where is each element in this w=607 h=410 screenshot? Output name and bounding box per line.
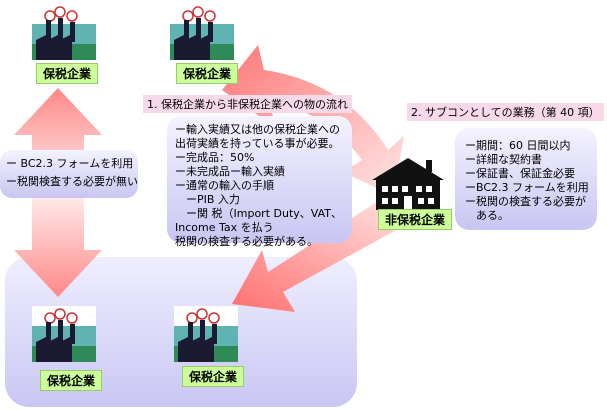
flow1-title: 1. 保税企業から非保税企業への物の流れ xyxy=(143,95,352,113)
flow1-line: Income Tax を払う xyxy=(175,221,274,234)
house-icon xyxy=(372,158,444,210)
factory-icon xyxy=(32,306,96,362)
factory-label-top-left: 保税企業 xyxy=(36,63,99,84)
flow2-title: 2. サブコンとしての業務（第 40 項） xyxy=(407,103,604,121)
flow2-line: ー期間：60 日間以内 xyxy=(465,139,571,152)
curved-arrow-to-house xyxy=(222,45,404,196)
flow1-text: ー輸入実績又は他の保税企業への 出荷実績を持っている事が必要。 ー完成品：50%… xyxy=(175,123,342,249)
left-box-line: ー BC2.3 フォームを利用 xyxy=(6,157,134,170)
flow2-line: ーBC2.3 フォームを利用 xyxy=(465,181,589,194)
flow2-line: ー保証書、保証金必要 xyxy=(465,167,575,180)
left-box-text: ー BC2.3 フォームを利用 ー税関検査する必要が無い xyxy=(6,157,138,189)
left-box-line: ー税関検査する必要が無い xyxy=(6,175,138,188)
factory-label-bottom-left: 保税企業 xyxy=(40,370,103,391)
flow1-line: ーPIB 入力 xyxy=(175,193,240,206)
flow2-box: ー期間：60 日間以内 ー詳細な契約書 ー保証書、保証金必要 ーBC2.3 フォ… xyxy=(455,128,597,230)
factory-icon xyxy=(170,4,234,60)
flow1-line: ー関 税（Import Duty、VAT、 xyxy=(175,207,342,220)
flow1-line: ー未完成品ー輸入実績 xyxy=(175,165,285,178)
flow2-line: ー詳細な契約書 xyxy=(465,153,542,166)
flow1-line: ー通常の輸入の手順 xyxy=(175,179,274,192)
flow2-line: ある。 xyxy=(465,209,509,222)
factory-label-top-right: 保税企業 xyxy=(176,63,239,84)
flow2-text: ー期間：60 日間以内 ー詳細な契約書 ー保証書、保証金必要 ーBC2.3 フォ… xyxy=(465,139,589,223)
left-box: ー BC2.3 フォームを利用 ー税関検査する必要が無い xyxy=(0,150,138,198)
flow1-line: 出荷実績を持っている事が必要。 xyxy=(175,137,340,150)
flow1-box: ー輸入実績又は他の保税企業への 出荷実績を持っている事が必要。 ー完成品：50%… xyxy=(167,116,352,248)
flow2-line: ー税関の検査する必要が xyxy=(465,195,586,208)
flow1-line: ー輸入実績又は他の保税企業への xyxy=(175,123,340,136)
flow1-line: 税関の検査する必要がある。 xyxy=(175,235,318,248)
flow1-line: ー完成品：50% xyxy=(175,151,255,164)
factory-icon xyxy=(174,306,238,362)
factory-label-bottom-right: 保税企業 xyxy=(182,366,245,387)
factory-icon xyxy=(32,4,96,60)
house-label: 非保税企業 xyxy=(378,209,453,230)
diagonal-arrow-to-factory xyxy=(232,198,411,312)
